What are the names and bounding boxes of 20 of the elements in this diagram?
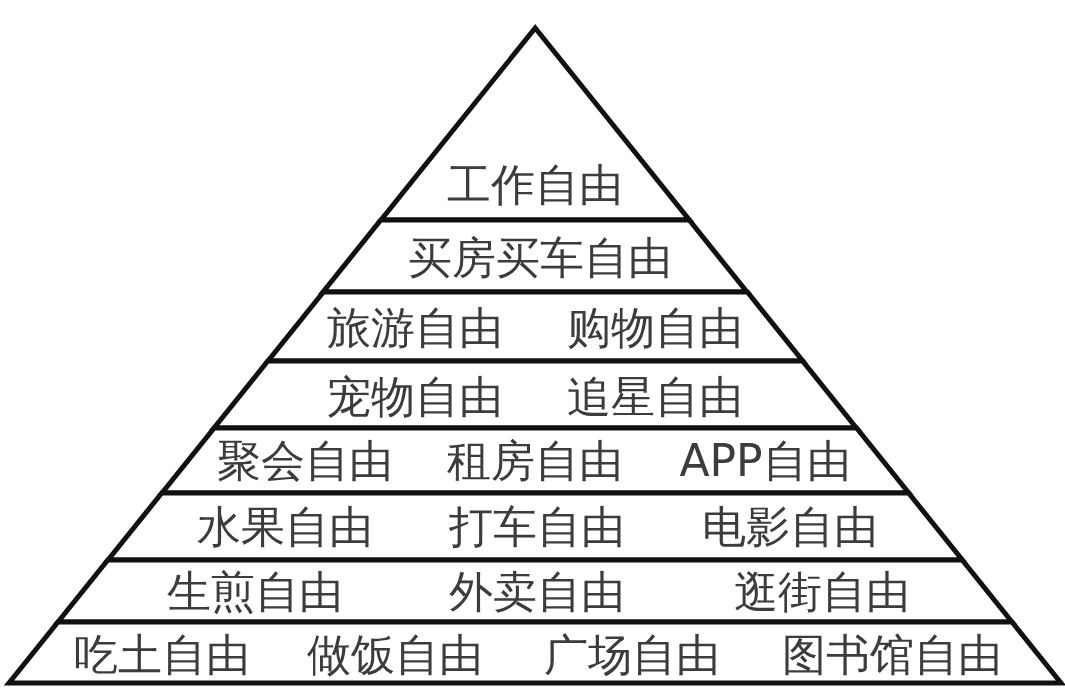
tier-label: APP自由	[679, 435, 851, 487]
tier-label: 逛街自由	[734, 566, 910, 618]
tier-label: 做饭自由	[307, 629, 483, 681]
tier-label: 电影自由	[702, 501, 878, 553]
tier-label: 工作自由	[447, 159, 623, 211]
tier-label: 外卖自由	[449, 566, 625, 618]
tier-label: 水果自由	[197, 501, 373, 553]
tier-label: 生煎自由	[167, 566, 343, 618]
tier-label: 买房买车自由	[408, 232, 672, 284]
tier-label: 追星自由	[567, 371, 743, 423]
tier-label: 租房自由	[447, 435, 623, 487]
pyramid-tier	[4, 617, 1065, 688]
tier-label: 吃土自由	[74, 629, 250, 681]
tier-label: 聚会自由	[217, 435, 393, 487]
tier-label: 打车自由	[449, 501, 625, 553]
tier-label: 购物自由	[567, 302, 743, 354]
tier-label: 图书馆自由	[782, 629, 1002, 681]
tier-label: 广场自由	[544, 629, 720, 681]
tier-label: 宠物自由	[327, 371, 503, 423]
tier-label: 旅游自由	[327, 302, 503, 354]
